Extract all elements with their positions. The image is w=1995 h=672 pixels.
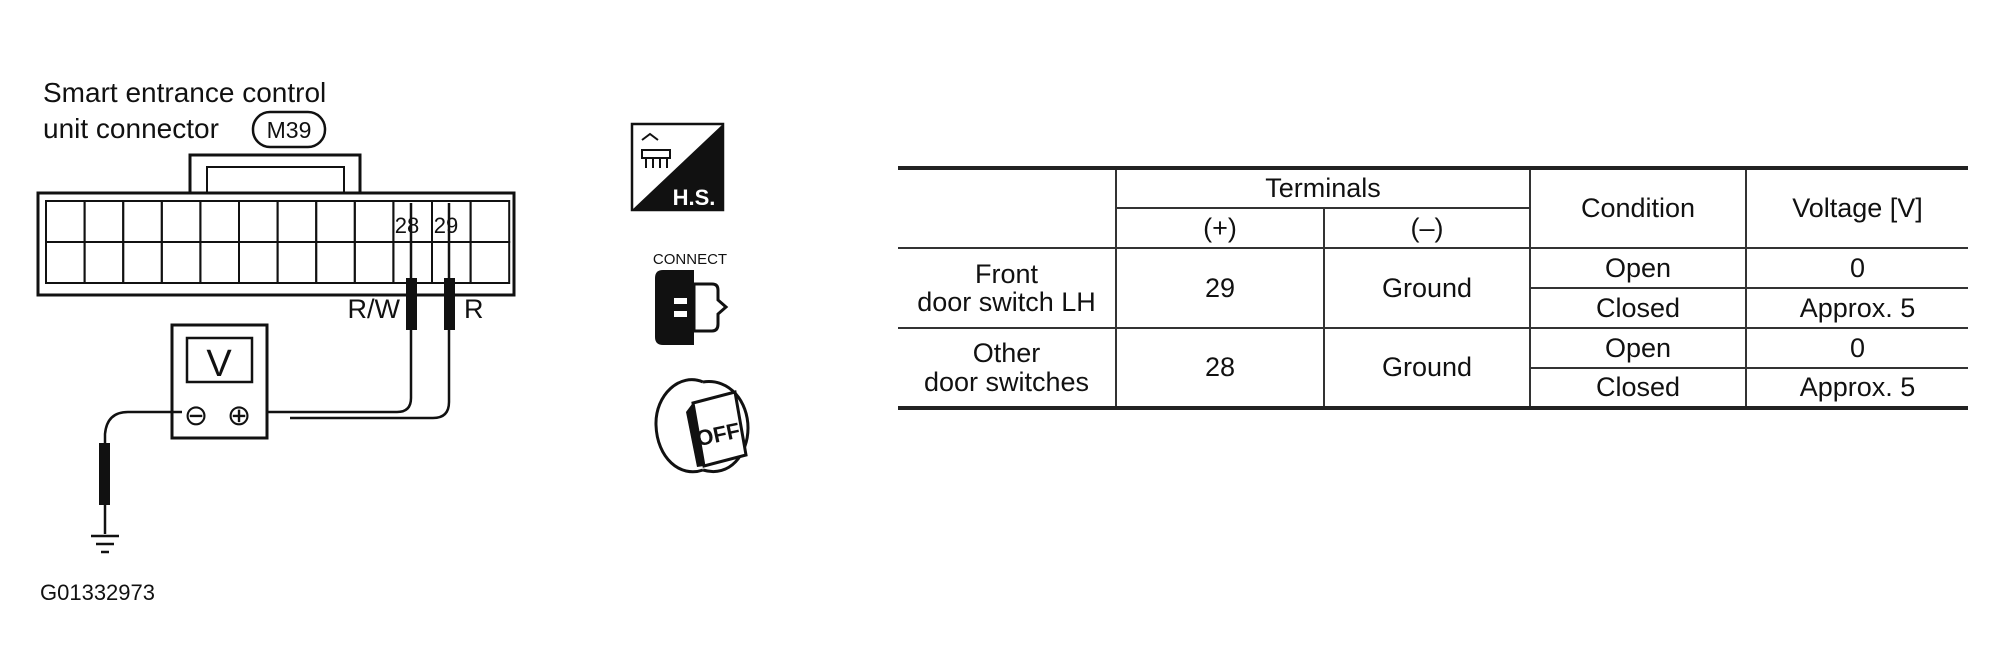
table-row: Closed Approx. 5 [898,287,1968,328]
connector-id-badge [251,110,327,149]
minus-terminal-cell: Ground [1323,247,1530,328]
pin-cavity [122,241,163,284]
pin-cavity [83,241,125,284]
pin-cavity [238,200,279,243]
pin-cavity [199,241,240,284]
pin-cavity [469,241,511,284]
minus-terminal-cell: Ground [1323,327,1530,410]
connect-icon [655,270,729,345]
condition-cell: Open [1529,247,1746,288]
pin-cavity [160,200,202,243]
table-row: Front door switch LH 29 Ground Open 0 [898,247,1968,328]
pin-cavity [276,200,318,243]
voltmeter-negative-terminal-icon: ⊖ [184,400,208,432]
voltage-cell: 0 [1745,327,1968,368]
wire-rw-label: R/W [348,294,401,324]
minus-header: (–) [1323,207,1530,248]
pin-cavity [122,200,163,243]
pin-cavity [45,200,86,243]
pin-cavity [392,241,433,284]
table-row: Closed Approx. 5 [898,367,1968,410]
pin-cavity [353,241,395,284]
connector-title-line2: unit connector [43,113,219,144]
figure-id: G01332973 [40,580,155,605]
pin-cavity [45,241,86,284]
voltage-cell: Approx. 5 [1745,367,1968,410]
measurement-table: Terminals Condition Voltage [V] (+) (–) … [898,166,1968,410]
connector-title-line1: Smart entrance control [43,77,326,108]
wire-r-label: R [464,294,484,324]
condition-cell: Closed [1529,287,1746,328]
plus-terminal-cell: 28 [1115,327,1324,410]
probe-wire-b [290,203,455,420]
voltmeter: V ⊖ ⊕ [170,323,269,440]
pin-grid [45,200,511,284]
table-row: Other door switches 28 Ground Open 0 [898,327,1968,410]
item-cell: Other door switches [898,327,1116,410]
pin-cavity [353,200,395,243]
pin-cavity [276,241,318,284]
item-line1: Other [972,338,1041,369]
ignition-off-icon: OFF [654,378,750,474]
item-cell: Front door switch LH [898,247,1116,328]
ground-icon [91,534,119,554]
condition-header: Condition [1529,166,1746,248]
plus-header: (+) [1115,207,1324,248]
condition-cell: Closed [1529,367,1746,410]
ground-lead [99,410,182,534]
voltmeter-positive-terminal-icon: ⊕ [227,400,251,432]
pin-cavity [315,200,356,243]
item-line2: door switch LH [917,287,1096,317]
connector-body [36,153,516,297]
plus-terminal-cell: 29 [1115,247,1324,328]
connector-id-label: M39 [267,117,312,143]
pin-cavity [431,241,472,284]
condition-cell: Open [1529,327,1746,368]
pin-cavity [315,241,356,284]
pin-cavity [160,241,202,284]
pin-cavity [83,200,125,243]
item-header-cell [898,166,1116,248]
harness-side-label: H.S. [673,185,716,210]
item-line1: Front [974,258,1039,289]
connect-label: CONNECT [653,251,727,268]
voltmeter-display-label: V [206,343,232,385]
pin-cavity [469,200,511,243]
harness-side-icon: H.S. [630,122,725,212]
probe-wire-a [260,203,417,414]
pin-cavity [199,200,240,243]
voltage-cell: 0 [1745,247,1968,288]
item-line2: door switches [923,366,1090,397]
terminals-header: Terminals [1115,166,1530,208]
voltage-cell: Approx. 5 [1745,287,1968,328]
voltage-header: Voltage [V] [1745,166,1968,248]
pin-28-label: 28 [395,213,419,238]
pin-29-label: 29 [434,213,458,238]
pin-cavity [238,241,279,284]
